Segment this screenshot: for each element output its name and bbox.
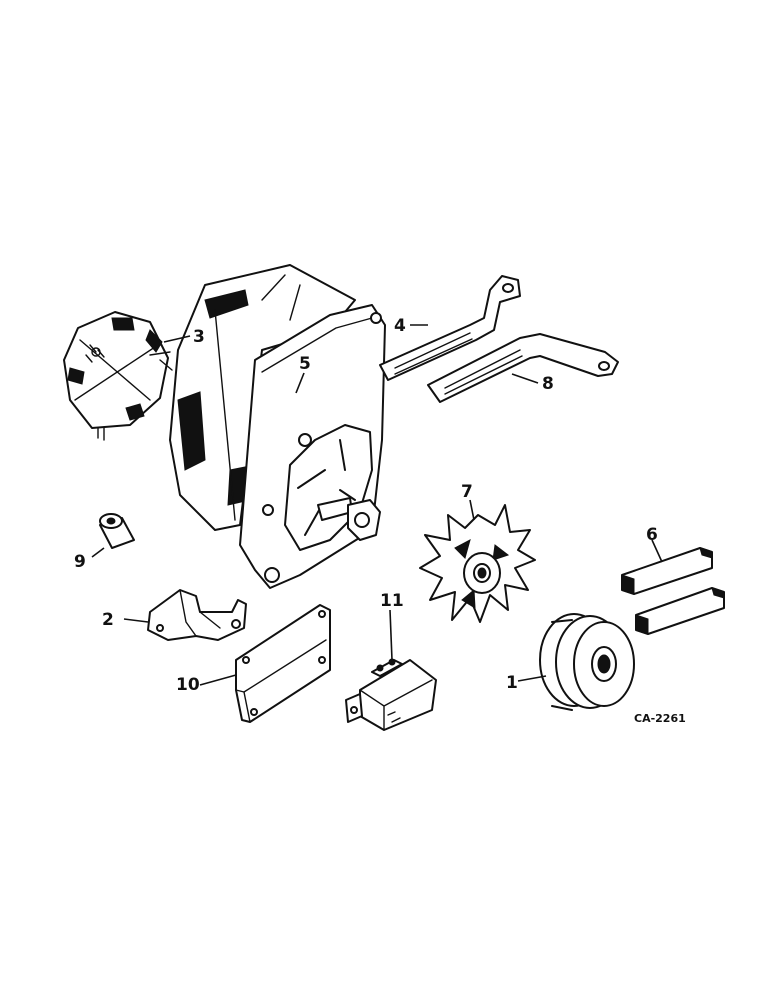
callout-4: 4 — [394, 316, 406, 336]
alternator-part — [169, 264, 386, 589]
callout-1: 1 — [506, 673, 518, 693]
callout-8: 8 — [542, 374, 554, 394]
adjusting-strap-lower-part — [427, 333, 619, 403]
callout-3: 3 — [193, 327, 205, 347]
rear-cover-part — [63, 311, 173, 441]
callout-9: 9 — [74, 552, 86, 572]
fan-part — [419, 504, 536, 623]
callout-10: 10 — [176, 675, 200, 695]
callout-2: 2 — [102, 610, 114, 630]
pulley-part — [539, 613, 635, 711]
callout-6: 6 — [646, 525, 658, 545]
regulator-part — [345, 658, 437, 731]
callout-5: 5 — [299, 354, 311, 374]
leader-lines — [91, 324, 663, 686]
spacer-part — [99, 513, 135, 549]
regulator-bracket-part — [235, 604, 331, 723]
adjusting-strap-upper-part — [379, 275, 521, 381]
brushes-part — [621, 547, 725, 635]
callout-7: 7 — [461, 482, 473, 502]
callout-11: 11 — [380, 591, 404, 611]
mounting-bracket-part — [147, 589, 247, 641]
diagram-code: CA-2261 — [634, 712, 686, 725]
